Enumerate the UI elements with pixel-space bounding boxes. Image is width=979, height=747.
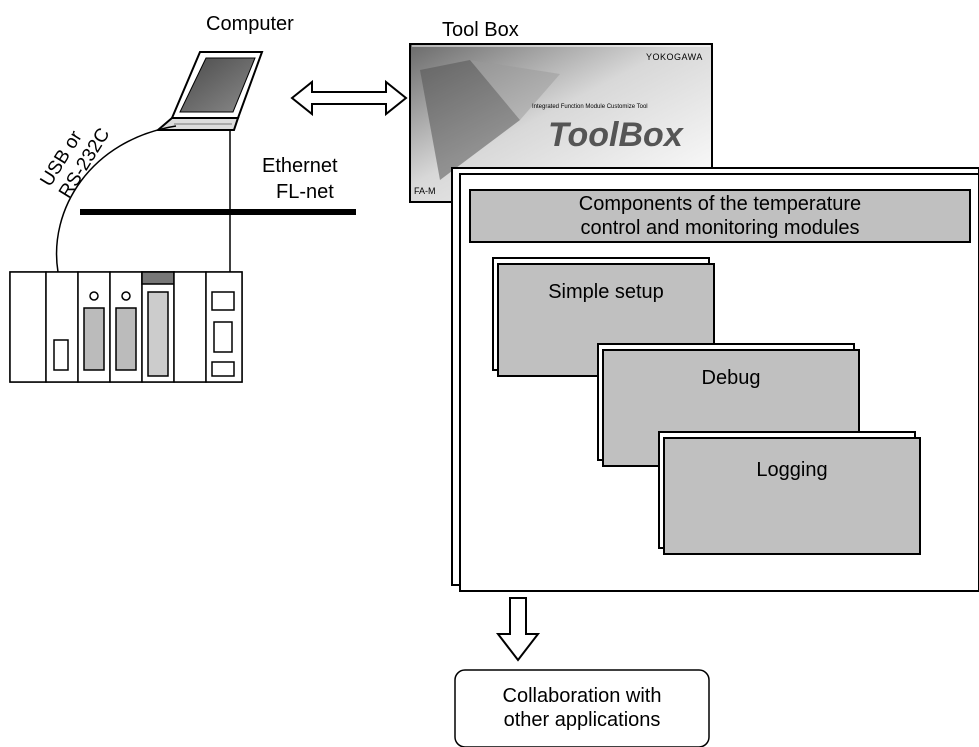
toolbox-corner: FA-M [414, 186, 436, 196]
toolbox-subtitle: Integrated Function Module Customize Too… [532, 104, 648, 110]
collaboration-text: Collaboration with other applications [455, 684, 709, 732]
logging-label: Logging [756, 459, 828, 481]
window-logging [658, 431, 921, 555]
components-title-line1: Components of the temperature [578, 193, 862, 215]
collaboration-box [454, 669, 710, 747]
usb-cable [55, 125, 177, 273]
simple-setup-label: Simple setup [548, 281, 664, 303]
toolbox-logo: ToolBox [548, 116, 683, 154]
toolbox-label: Tool Box [442, 19, 519, 41]
laptop-icon [155, 51, 264, 131]
ethernet-label: Ethernet [262, 155, 338, 177]
flnet-label: FL-net [276, 181, 334, 203]
components-title: Components of the temperature control an… [470, 192, 970, 240]
plc-rack-icon [9, 271, 243, 383]
components-title-line2: control and monitoring modules [580, 217, 860, 239]
collaboration-line2: other applications [503, 709, 661, 731]
computer-label: Computer [206, 13, 294, 35]
toolbox-brand: YOKOGAWA [646, 52, 703, 62]
debug-label: Debug [701, 367, 761, 389]
down-arrow-icon [495, 597, 541, 662]
collaboration-line1: Collaboration with [502, 685, 662, 707]
bidirectional-arrow-icon [290, 79, 408, 117]
